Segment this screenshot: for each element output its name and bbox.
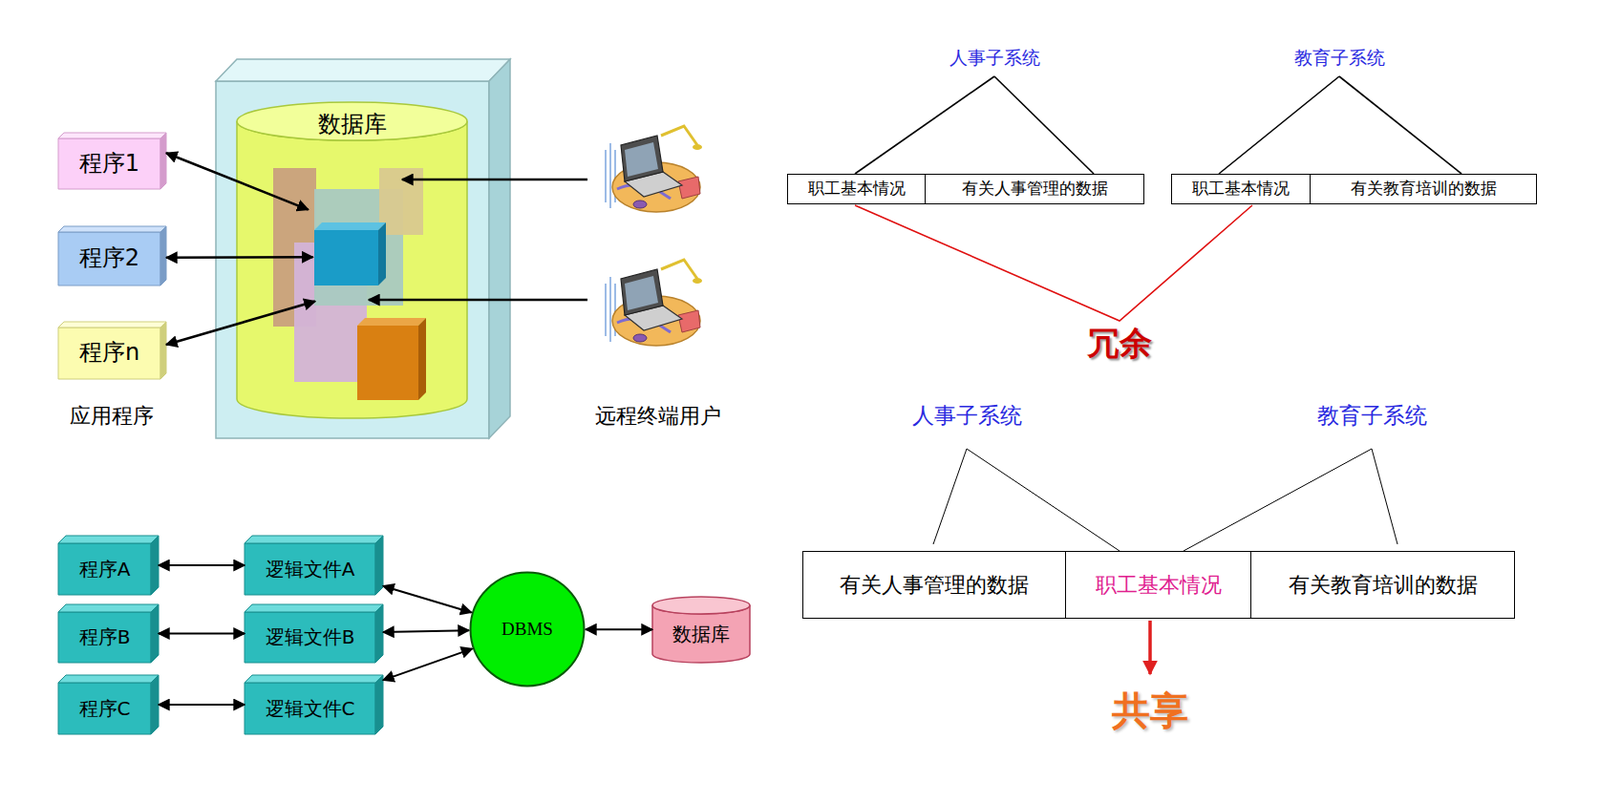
node-text: 数据库 xyxy=(318,111,387,139)
subsystem-label-anchor: 教育子系统 xyxy=(1317,403,1428,428)
subsystem-label: 教育子系统 xyxy=(1294,46,1386,68)
table-cell: 有关人事管理的数据 xyxy=(802,551,1067,619)
node-text: 程序C xyxy=(79,698,131,721)
remote-terminal-icon xyxy=(605,126,703,213)
node-text: 有关人事管理的数据 xyxy=(839,573,1029,598)
database-cylinder: 数据库 xyxy=(236,102,468,419)
group-label-anchor: 应用程序 xyxy=(69,404,154,428)
group-label-anchor: 远程终端用户 xyxy=(595,404,722,428)
subsystem-lines xyxy=(933,448,1398,552)
logical-file-box: 逻辑文件B xyxy=(244,604,384,663)
table-cell: 职工基本情况 xyxy=(787,173,926,205)
remote-terminal-icon xyxy=(605,259,703,346)
node-text: 程序1 xyxy=(79,150,140,178)
node-text: 数据库 xyxy=(672,623,730,646)
connector-arrow xyxy=(383,586,472,614)
program-box: 程序n xyxy=(58,321,167,380)
program-box: 程序2 xyxy=(58,226,167,286)
redundancy-label: 冗余 xyxy=(1087,323,1152,363)
node-text: 有关人事管理的数据 xyxy=(961,179,1109,199)
node-text: 有关教育培训的数据 xyxy=(1288,573,1478,598)
subsystem-lines xyxy=(854,76,1462,174)
program-box: 程序1 xyxy=(58,132,167,190)
redundancy-lines xyxy=(854,205,1253,321)
share-arrow xyxy=(1148,620,1152,675)
node-text: 职工基本情况 xyxy=(1192,179,1290,199)
program-box: 程序B xyxy=(58,604,159,663)
table-cell: 有关人事管理的数据 xyxy=(925,173,1145,205)
node-text: 职工基本情况 xyxy=(1095,573,1222,598)
node-text: 程序n xyxy=(79,340,140,367)
node-text: 程序2 xyxy=(79,245,140,273)
program-box: 程序C xyxy=(58,675,159,735)
connector-arrow xyxy=(166,256,314,259)
connector-arrow xyxy=(166,301,316,345)
connector-arrow xyxy=(158,564,245,567)
sharing-label: 共享 xyxy=(1111,688,1189,733)
node-text: 职工基本情况 xyxy=(808,179,906,199)
subsystem-label-anchor: 人事子系统 xyxy=(912,403,1023,428)
connector-arrow xyxy=(383,648,472,681)
group-label: 远程终端用户 xyxy=(595,404,722,428)
database-cylinder: 数据库 xyxy=(652,597,750,663)
dbms-circle: DBMS xyxy=(469,571,586,688)
node-text: DBMS xyxy=(501,618,554,640)
subsystem-label-anchor: 人事子系统 xyxy=(949,47,1041,69)
node-text: 逻辑文件A xyxy=(265,558,356,581)
table-cell: 有关教育培训的数据 xyxy=(1310,173,1537,205)
connector-arrow xyxy=(383,630,470,633)
terminal-arrow xyxy=(402,178,588,182)
node-text: 程序B xyxy=(79,626,131,649)
connector-arrow xyxy=(158,704,245,706)
node-text: 程序A xyxy=(79,558,131,581)
subsystem-label: 人事子系统 xyxy=(949,46,1041,68)
subsystem-label: 教育子系统 xyxy=(1317,403,1428,428)
shared-table-cell: 职工基本情况 xyxy=(1066,551,1252,619)
connector-arrow xyxy=(585,628,653,631)
group-label: 应用程序 xyxy=(69,404,154,428)
logical-file-box: 逻辑文件C xyxy=(244,675,384,735)
database-housing xyxy=(215,59,511,439)
node-text: 有关教育培训的数据 xyxy=(1350,179,1497,199)
connector-arrow xyxy=(158,633,245,636)
terminal-arrow xyxy=(368,298,588,302)
database-cylinder-shape xyxy=(236,102,468,419)
program-box: 程序A xyxy=(58,535,159,596)
sharing-label-anchor: 共享 xyxy=(1111,688,1189,733)
connector-arrow xyxy=(166,152,309,210)
node-text: 逻辑文件C xyxy=(265,698,356,721)
edge-group xyxy=(158,152,653,705)
redundancy-label-anchor: 冗余 xyxy=(1087,324,1152,363)
logical-file-box: 逻辑文件A xyxy=(244,535,384,596)
table-cell: 有关教育培训的数据 xyxy=(1251,551,1515,619)
subsystem-label: 人事子系统 xyxy=(912,403,1023,428)
table-cell: 职工基本情况 xyxy=(1171,173,1311,205)
node-text: 逻辑文件B xyxy=(265,626,356,649)
subsystem-label-anchor: 教育子系统 xyxy=(1294,47,1386,69)
